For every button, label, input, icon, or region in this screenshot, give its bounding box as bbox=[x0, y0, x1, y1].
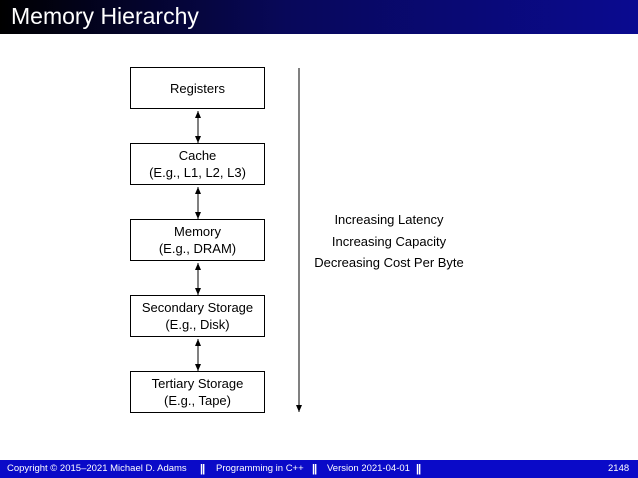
footer-version: Version 2021-04-01 bbox=[327, 463, 410, 474]
footer-separator: || bbox=[312, 463, 317, 475]
level-box-tertiary-storage: Tertiary Storage (E.g., Tape) bbox=[130, 371, 265, 413]
level-example: (E.g., Tape) bbox=[164, 393, 231, 408]
footer-bar: Copyright © 2015–2021 Michael D. Adams |… bbox=[0, 460, 638, 478]
level-name: Secondary Storage bbox=[141, 300, 254, 315]
footer-course: Programming in C++ bbox=[216, 463, 304, 474]
memory-hierarchy-diagram: Registers Cache (E.g., L1, L2, L3) Memor… bbox=[0, 34, 638, 460]
trend-labels: Increasing Latency Increasing Capacity D… bbox=[300, 209, 478, 274]
trend-label-latency: Increasing Latency bbox=[334, 212, 444, 227]
trend-label-capacity: Increasing Capacity bbox=[331, 233, 447, 249]
level-box-secondary-storage: Secondary Storage (E.g., Disk) bbox=[130, 295, 265, 337]
level-box-cache: Cache (E.g., L1, L2, L3) bbox=[130, 143, 265, 185]
trend-label-cost: Decreasing Cost Per Byte bbox=[314, 255, 464, 270]
level-name: Tertiary Storage bbox=[151, 376, 244, 391]
page-title: Memory Hierarchy bbox=[11, 3, 199, 29]
level-box-registers: Registers bbox=[130, 67, 265, 109]
footer-separator: || bbox=[200, 463, 205, 475]
footer-copyright: Copyright © 2015–2021 Michael D. Adams bbox=[7, 463, 187, 474]
title-bar: Memory Hierarchy bbox=[0, 0, 638, 34]
level-name: Memory bbox=[174, 224, 221, 239]
level-example: (E.g., Disk) bbox=[165, 317, 230, 332]
level-box-memory: Memory (E.g., DRAM) bbox=[130, 219, 265, 261]
level-example: (E.g., L1, L2, L3) bbox=[149, 165, 246, 180]
level-example: (E.g., DRAM) bbox=[158, 241, 237, 256]
footer-separator: || bbox=[416, 463, 421, 475]
level-name: Cache bbox=[178, 148, 217, 163]
diagram-connectors bbox=[195, 68, 302, 412]
level-name: Registers bbox=[170, 80, 225, 96]
footer-page-number: 2148 bbox=[608, 463, 630, 474]
